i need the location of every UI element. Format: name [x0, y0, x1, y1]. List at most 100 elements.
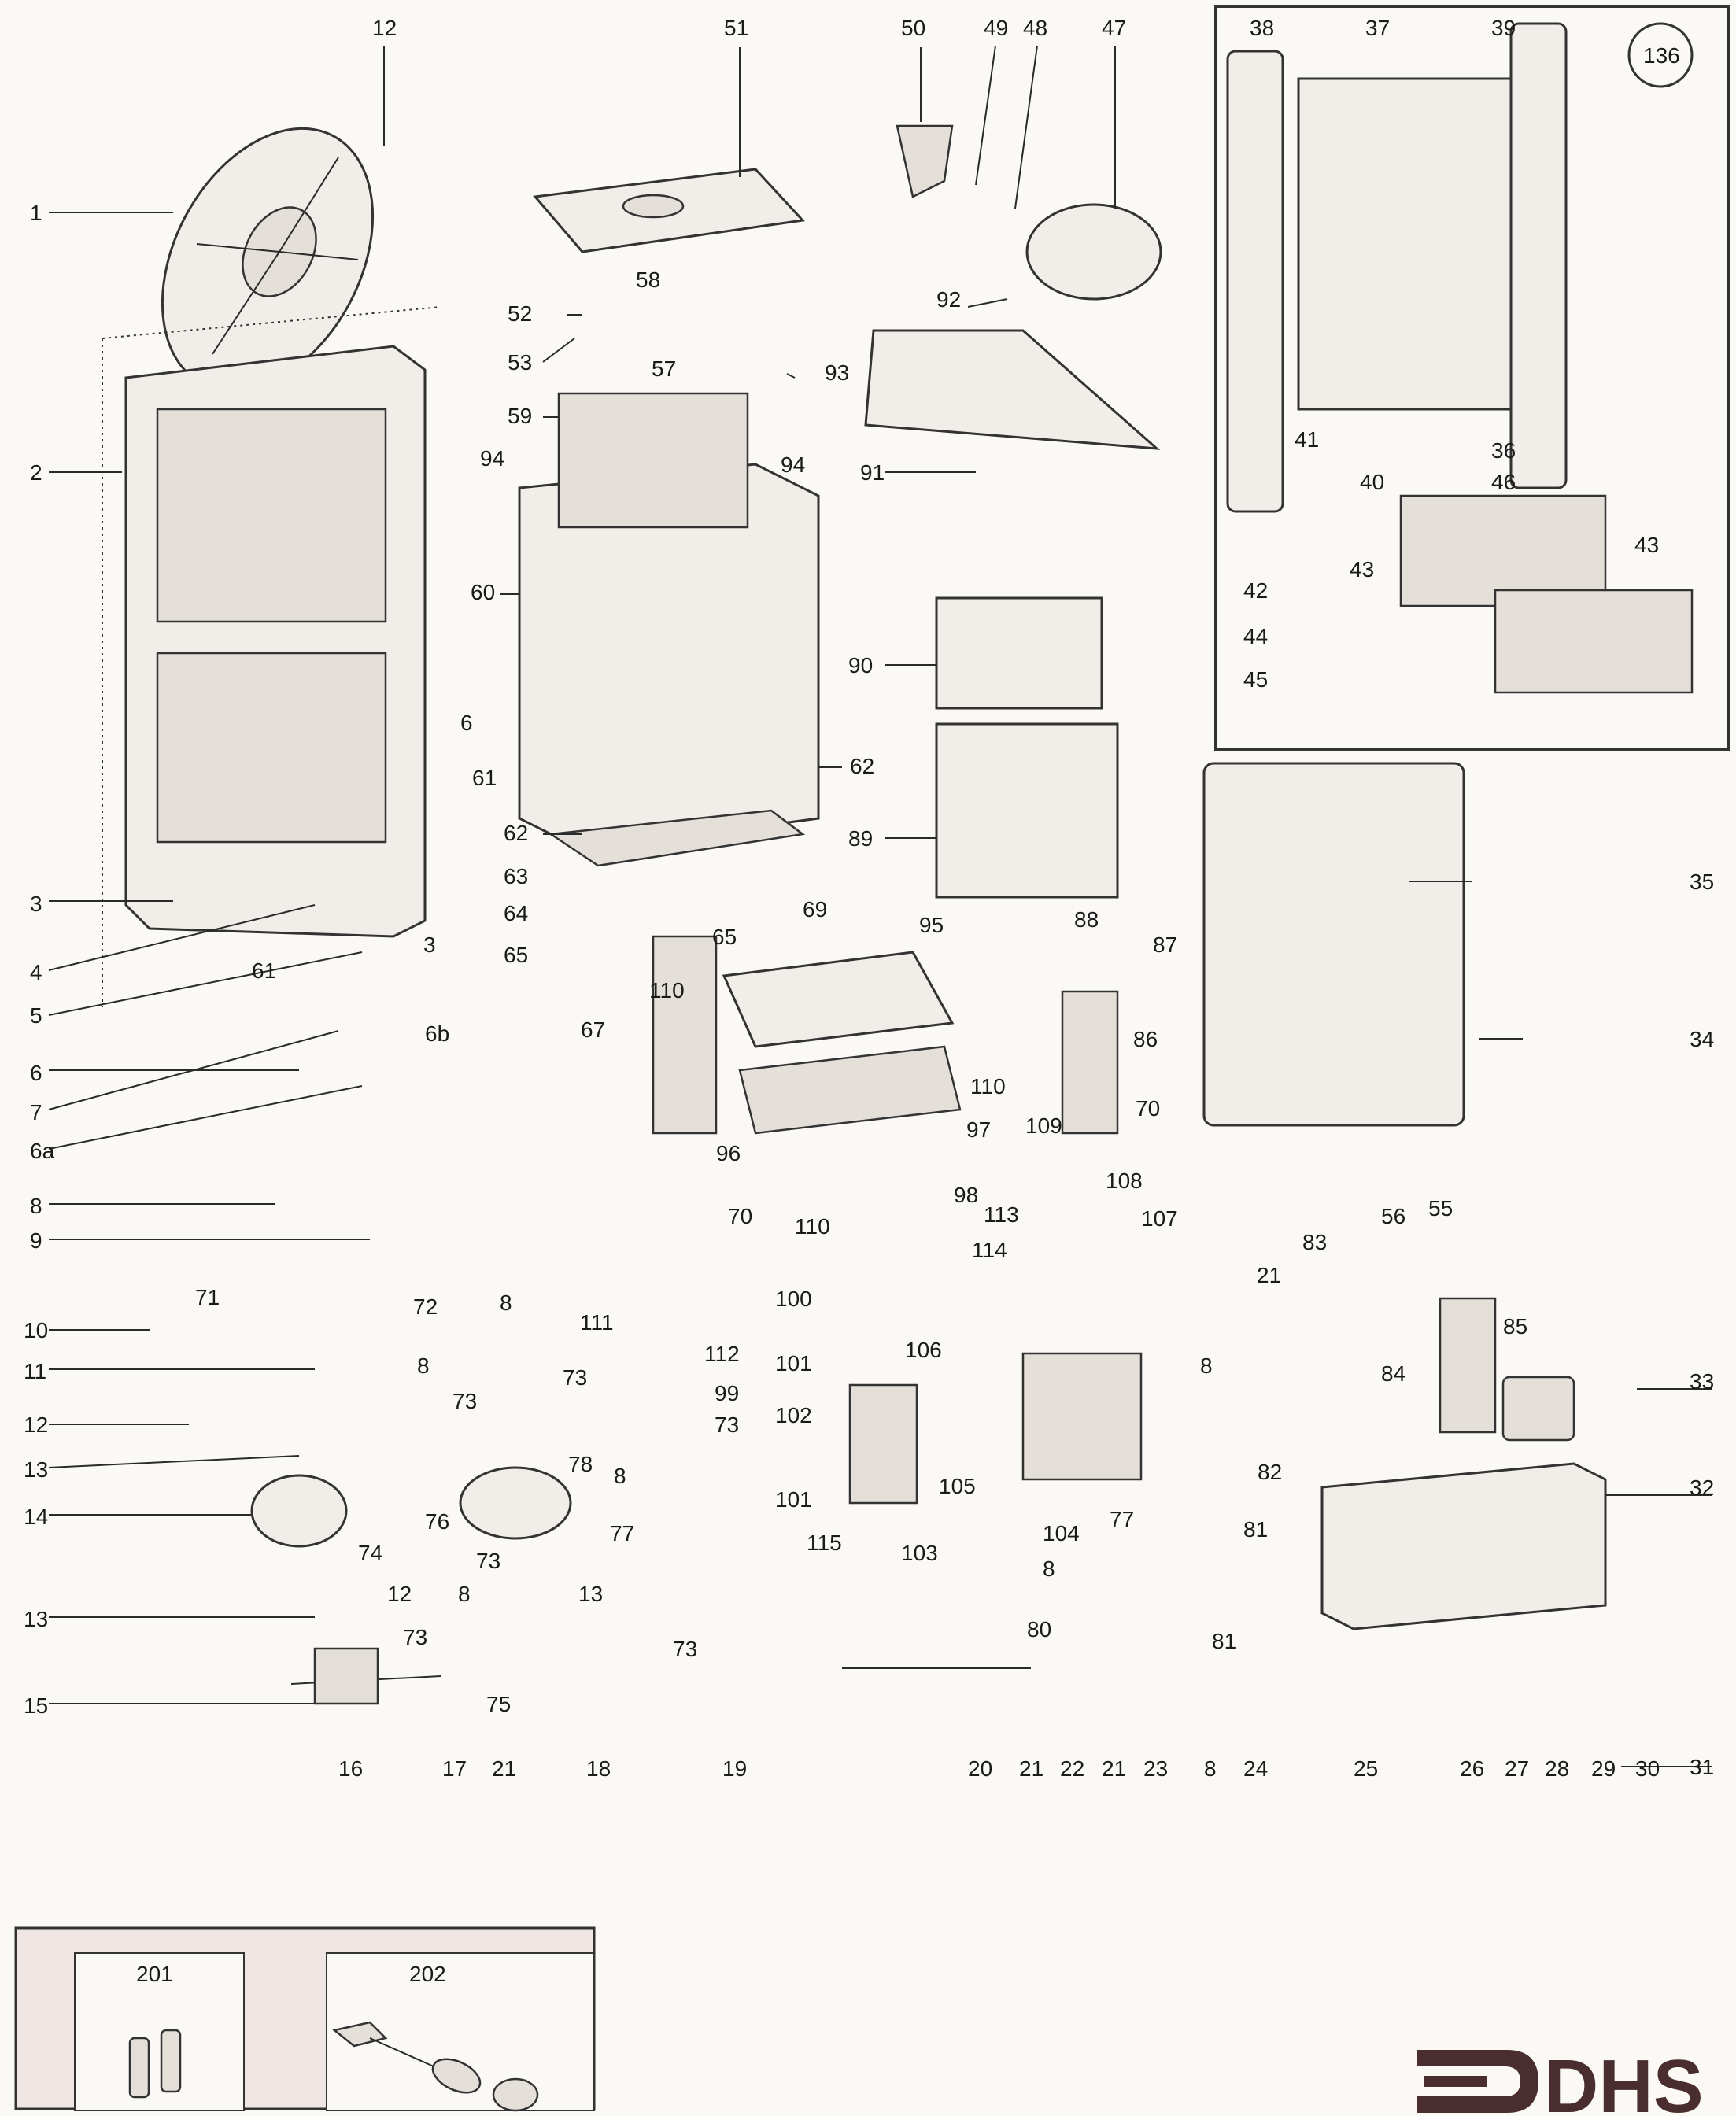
label-24: 24: [1243, 1756, 1268, 1781]
label-4: 4: [30, 960, 42, 984]
label-19: 19: [722, 1756, 747, 1781]
label-13: 13: [24, 1457, 48, 1482]
label-101: 101: [775, 1487, 812, 1512]
label-112: 112: [704, 1342, 740, 1366]
label-81: 81: [1243, 1517, 1268, 1542]
label-31: 31: [1690, 1755, 1714, 1779]
label-8: 8: [417, 1353, 430, 1378]
label-27: 27: [1505, 1756, 1529, 1781]
label-26: 26: [1460, 1756, 1484, 1781]
fan-assembly: [896, 124, 1162, 301]
label-61: 61: [252, 958, 276, 983]
label-6a: 6a: [30, 1139, 55, 1163]
label-29: 29: [1591, 1756, 1616, 1781]
label-11: 11: [24, 1359, 46, 1383]
label-65: 65: [504, 943, 528, 967]
label-114: 114: [972, 1238, 1007, 1262]
label-1: 1: [30, 201, 42, 225]
combustion-chamber: [518, 392, 820, 867]
label-78: 78: [568, 1452, 593, 1476]
label-6b: 6b: [425, 1021, 449, 1046]
label-77: 77: [610, 1521, 634, 1545]
label-8: 8: [500, 1291, 512, 1315]
label-102: 102: [775, 1403, 812, 1427]
label-73: 73: [715, 1413, 739, 1437]
label-13: 13: [24, 1607, 48, 1631]
label-32: 32: [1690, 1475, 1714, 1500]
label-6: 6: [460, 711, 473, 735]
label-8: 8: [1204, 1756, 1217, 1781]
label-34: 34: [1690, 1027, 1714, 1051]
label-109: 109: [1025, 1113, 1062, 1138]
label-60: 60: [471, 580, 495, 604]
label-105: 105: [939, 1474, 976, 1498]
label-96: 96: [716, 1141, 741, 1165]
label-76: 76: [425, 1509, 449, 1534]
label-104: 104: [1043, 1521, 1080, 1545]
label-107: 107: [1141, 1206, 1178, 1231]
inset-number: 136: [1643, 43, 1680, 68]
label-91: 91: [860, 460, 885, 485]
accessory-201-label: 201: [136, 1962, 173, 1986]
label-111: 111: [580, 1310, 614, 1335]
label-12: 12: [387, 1582, 412, 1606]
label-15: 15: [24, 1693, 48, 1718]
label-65: 65: [712, 925, 737, 949]
label-74: 74: [358, 1541, 382, 1565]
label-53: 53: [508, 350, 532, 375]
label-18: 18: [586, 1756, 611, 1781]
label-90: 90: [848, 653, 873, 678]
label-9: 9: [30, 1228, 42, 1253]
label-30: 30: [1635, 1756, 1660, 1781]
label-55: 55: [1428, 1196, 1453, 1220]
label-3: 3: [423, 932, 436, 957]
label-58: 58: [636, 268, 660, 292]
fan-cover-disc: [161, 127, 375, 393]
label-59: 59: [508, 404, 532, 428]
label-22: 22: [1060, 1756, 1084, 1781]
inset-frame: [1214, 5, 1730, 751]
label-63: 63: [504, 864, 528, 888]
label-16: 16: [338, 1756, 363, 1781]
label-73: 73: [403, 1625, 427, 1649]
label-108: 108: [1106, 1169, 1143, 1193]
label-73: 73: [476, 1549, 500, 1573]
label-25: 25: [1354, 1756, 1378, 1781]
accessories-panel: 201 202: [14, 1926, 596, 2112]
label-12: 12: [372, 16, 397, 40]
label-62: 62: [504, 821, 528, 845]
label-100: 100: [775, 1287, 812, 1311]
label-70: 70: [1136, 1096, 1160, 1121]
label-2: 2: [30, 460, 42, 485]
label-49: 49: [984, 16, 1008, 40]
label-73: 73: [563, 1365, 587, 1390]
label-88: 88: [1074, 907, 1099, 932]
label-101: 101: [775, 1351, 812, 1376]
label-71: 71: [195, 1285, 220, 1309]
label-106: 106: [905, 1338, 942, 1362]
label-44: 44: [1243, 624, 1268, 648]
label-92: 92: [936, 287, 961, 312]
label-8: 8: [30, 1194, 42, 1218]
label-82: 82: [1258, 1460, 1282, 1484]
label-69: 69: [803, 897, 827, 921]
label-81: 81: [1212, 1629, 1236, 1653]
label-86: 86: [1133, 1027, 1158, 1051]
label-12: 12: [24, 1413, 48, 1437]
label-33: 33: [1690, 1369, 1714, 1394]
label-99: 99: [715, 1381, 739, 1405]
label-85: 85: [1503, 1314, 1527, 1339]
panels-right: [935, 596, 1465, 1127]
label-95: 95: [919, 913, 944, 937]
label-98: 98: [954, 1183, 978, 1207]
label-110: 110: [970, 1074, 1006, 1099]
label-51: 51: [724, 16, 748, 40]
label-21: 21: [492, 1756, 516, 1781]
label-17: 17: [442, 1756, 467, 1781]
label-80: 80: [1027, 1617, 1051, 1641]
label-73: 73: [673, 1637, 697, 1661]
label-21: 21: [1102, 1756, 1126, 1781]
boiler-frame: [102, 306, 441, 1007]
label-38: 38: [1250, 16, 1274, 40]
label-14: 14: [24, 1505, 48, 1529]
